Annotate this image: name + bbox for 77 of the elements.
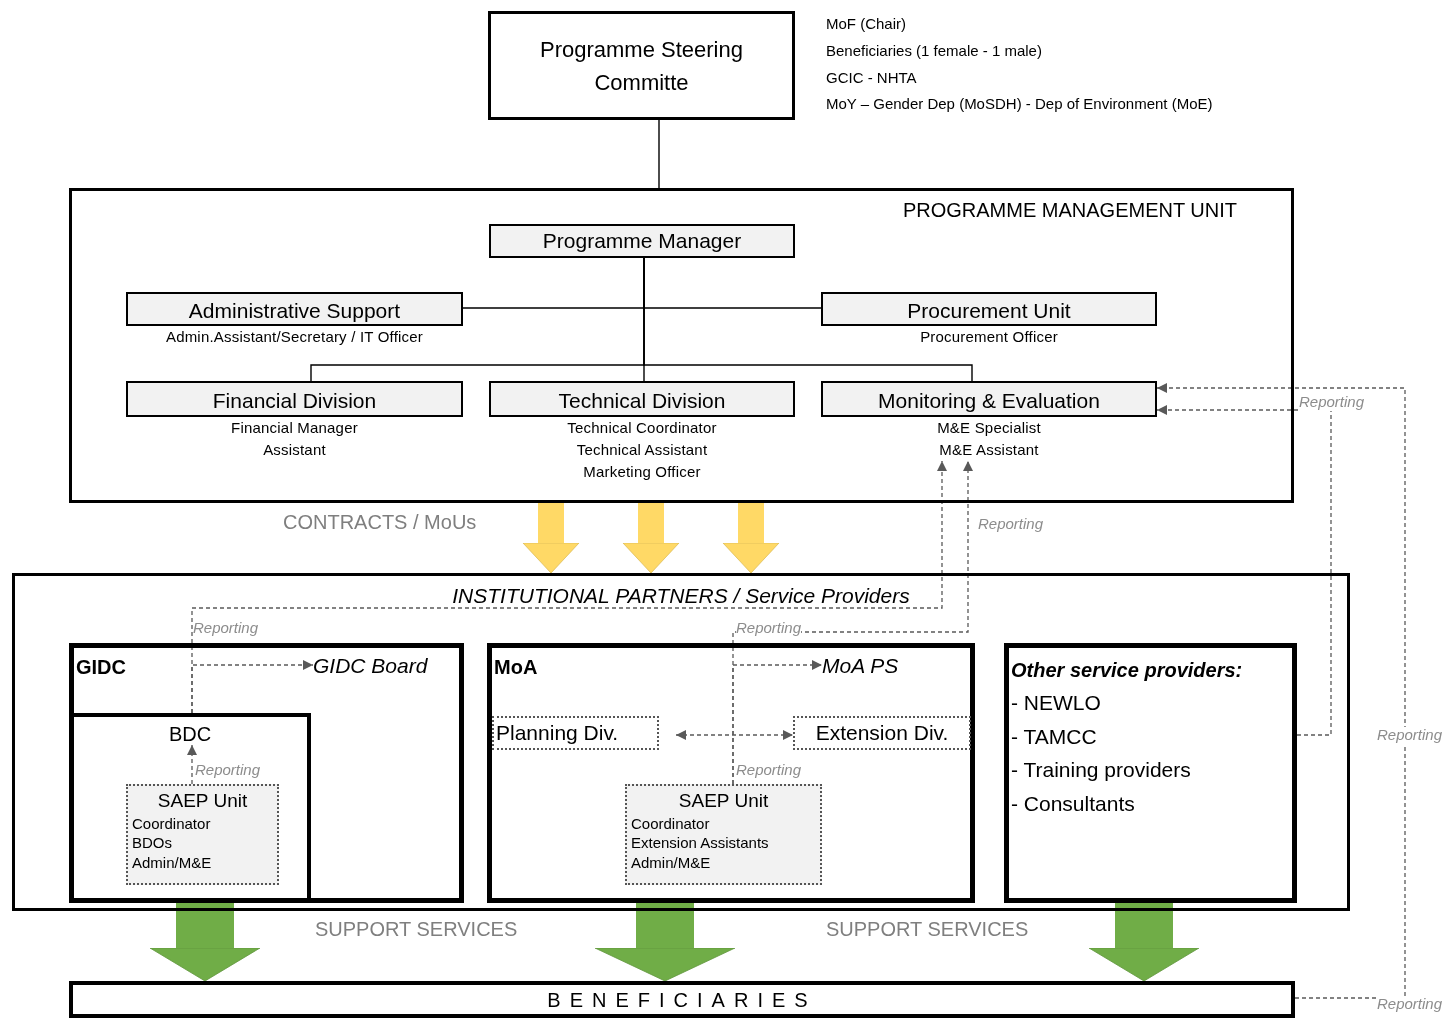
division-box: Financial Division [126,381,463,417]
list-item: BDOs [132,833,172,853]
dashed-arrow [187,744,197,785]
committee-box [488,11,795,120]
dashed-arrow [732,460,973,785]
institution-panel [487,643,975,903]
section-label: CONTRACTS / MoUs [283,511,477,533]
dashed-arrow [1156,383,1406,999]
box-title: GIDC [76,655,126,680]
edge-label: Reporting [1377,727,1443,744]
staff-role: Assistant [263,440,326,460]
committee-member: MoF (Chair) [826,16,906,33]
box-title: GIDC Board [313,653,428,680]
block-arrow [149,903,261,982]
connector-line [658,119,660,189]
edge-label: Reporting [193,620,259,637]
staff-role: Marketing Officer [583,462,701,482]
box-title: BDC [168,722,212,747]
staff-role: Admin.Assistant/Secretary / IT Officer [165,327,424,347]
block-arrow [622,503,680,574]
box-title: MoA [494,655,538,680]
section-label: SUPPORT SERVICES [826,918,1029,940]
staff-role: Financial Manager [231,418,358,438]
box-title: BENEFICIARIES [547,987,817,1013]
committee-member: MoY – Gender Dep (MoSDH) - Dep of Environment (MoE) [826,96,1213,113]
list-item: - TAMCC [1011,723,1097,750]
list-item: Coordinator [132,813,211,834]
block-arrow [1088,903,1200,982]
division-box: Administrative Support [126,292,463,326]
staff-role: M&E Specialist [937,418,1041,438]
dashed-arrow [675,730,794,740]
box-title: INSTITUTIONAL PARTNERS / Service Providers [452,583,910,609]
division-box: Technical Division [489,381,795,417]
box-title: SAEP Unit [678,789,769,813]
reporting-note: Reporting [1299,394,1365,411]
staff-role: Technical Coordinator [567,418,717,438]
institution-panel [69,643,464,903]
block-arrow [522,503,580,574]
list-item: Coordinator [631,813,710,834]
staff-role: Technical Assistant [576,440,708,460]
list-item: Admin/M&E [132,852,212,873]
box-title: Planning Div. [496,720,619,747]
edge-label: Reporting [736,620,802,637]
position-box [489,224,795,258]
division-box [793,716,971,750]
staff-role: Procurement Officer [920,327,1058,347]
box-title: Programme Manager [542,228,742,255]
unit-box [126,784,279,885]
division-box: Procurement Unit [821,292,1157,326]
division-box [492,716,659,750]
section-label: SUPPORT SERVICES [315,918,518,940]
list-item: - Training providers [1011,757,1191,784]
committee-member: Beneficiaries (1 female - 1 male) [826,43,1042,60]
unit-box [625,784,822,885]
list-item: - NEWLO [1011,690,1101,716]
list-item: - Consultants [1011,790,1135,817]
box-title: Extension Div. [815,720,949,747]
partners-panel [12,573,1350,911]
dashed-arrow [191,460,947,714]
edge-label: Reporting [195,762,261,779]
providers-panel [1004,643,1297,903]
division-box: Monitoring & Evaluation [821,381,1157,417]
list-item: Admin/M&E [631,852,711,873]
box-title: MoA PS [822,653,899,680]
list-item: Extension Assistants [631,833,769,853]
staff-role: M&E Assistant [939,440,1039,460]
edge-label: Reporting [736,762,802,779]
box-title: PROGRAMME MANAGEMENT UNIT [902,198,1237,223]
unit-panel [69,188,1294,503]
reporting-note: Reporting [1377,996,1443,1013]
box-title: Programme Steering Committe [539,35,744,97]
block-arrow [722,503,780,574]
box-title: SAEP Unit [157,789,248,813]
beneficiaries-box [69,981,1295,1018]
reporting-note: Reporting [978,516,1044,533]
box-title: Other service providers: [1011,658,1243,683]
dashed-arrow [1156,405,1332,736]
